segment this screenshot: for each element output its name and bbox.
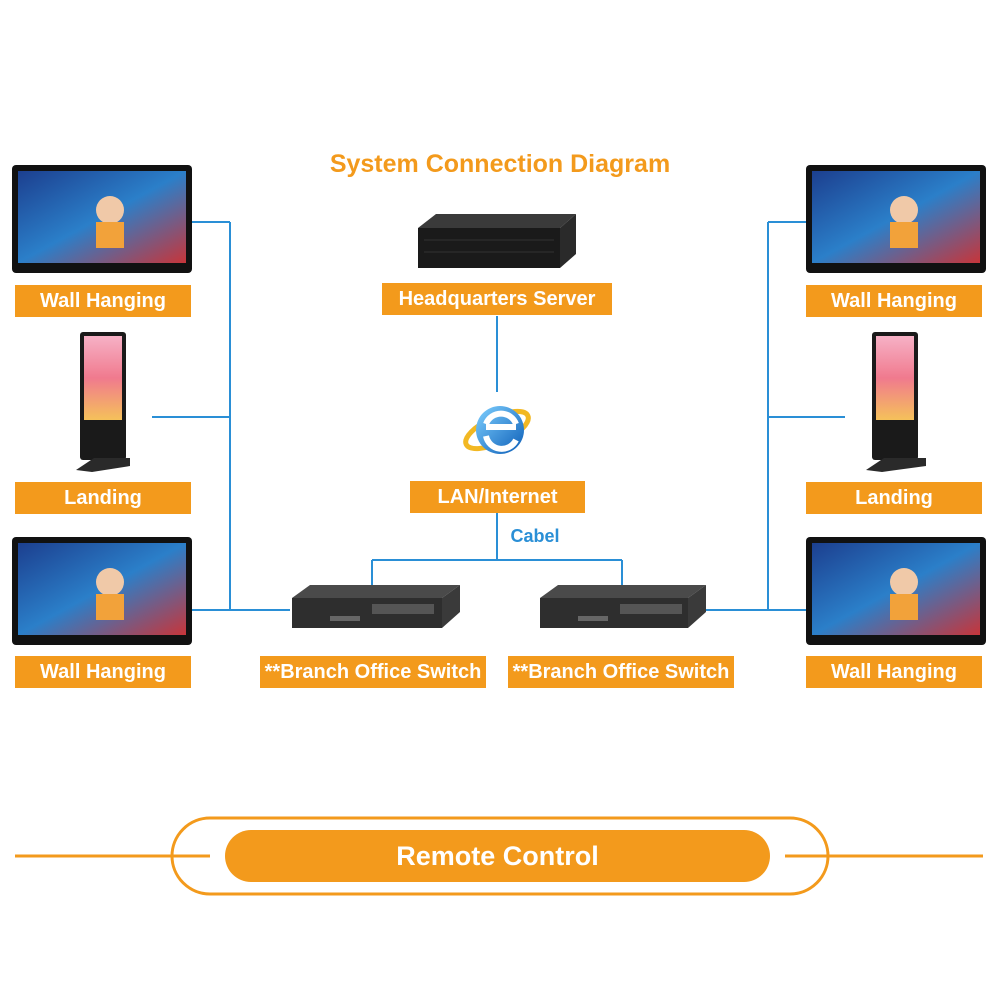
left-mid-label: Landing bbox=[15, 482, 191, 514]
kiosk-display-icon bbox=[866, 332, 926, 472]
right-bottom-label: Wall Hanging bbox=[806, 656, 982, 688]
server-icon bbox=[418, 214, 576, 268]
remote-frame bbox=[15, 816, 983, 896]
switch-icon bbox=[540, 585, 706, 628]
internet-explorer-icon bbox=[463, 406, 531, 454]
right-top-label: Wall Hanging bbox=[806, 285, 982, 317]
diagram-title: System Connection Diagram bbox=[329, 150, 671, 178]
switch-icon bbox=[292, 585, 460, 628]
left-bottom-label: Wall Hanging bbox=[15, 656, 191, 688]
remote-control-banner: Remote Control bbox=[225, 830, 770, 882]
switch-right-label: **Branch Office Switch bbox=[508, 656, 734, 688]
wall-display-icon bbox=[12, 537, 192, 645]
wall-display-icon bbox=[806, 165, 986, 273]
cable-label: Cabel bbox=[510, 526, 560, 546]
kiosk-display-icon bbox=[76, 332, 130, 472]
switch-left-label: **Branch Office Switch bbox=[260, 656, 486, 688]
network-lines bbox=[152, 221, 845, 611]
server-label: Headquarters Server bbox=[382, 283, 612, 315]
wall-display-icon bbox=[806, 537, 986, 645]
wall-display-icon bbox=[12, 165, 192, 273]
internet-label: LAN/Internet bbox=[410, 481, 585, 513]
left-top-label: Wall Hanging bbox=[15, 285, 191, 317]
right-mid-label: Landing bbox=[806, 482, 982, 514]
